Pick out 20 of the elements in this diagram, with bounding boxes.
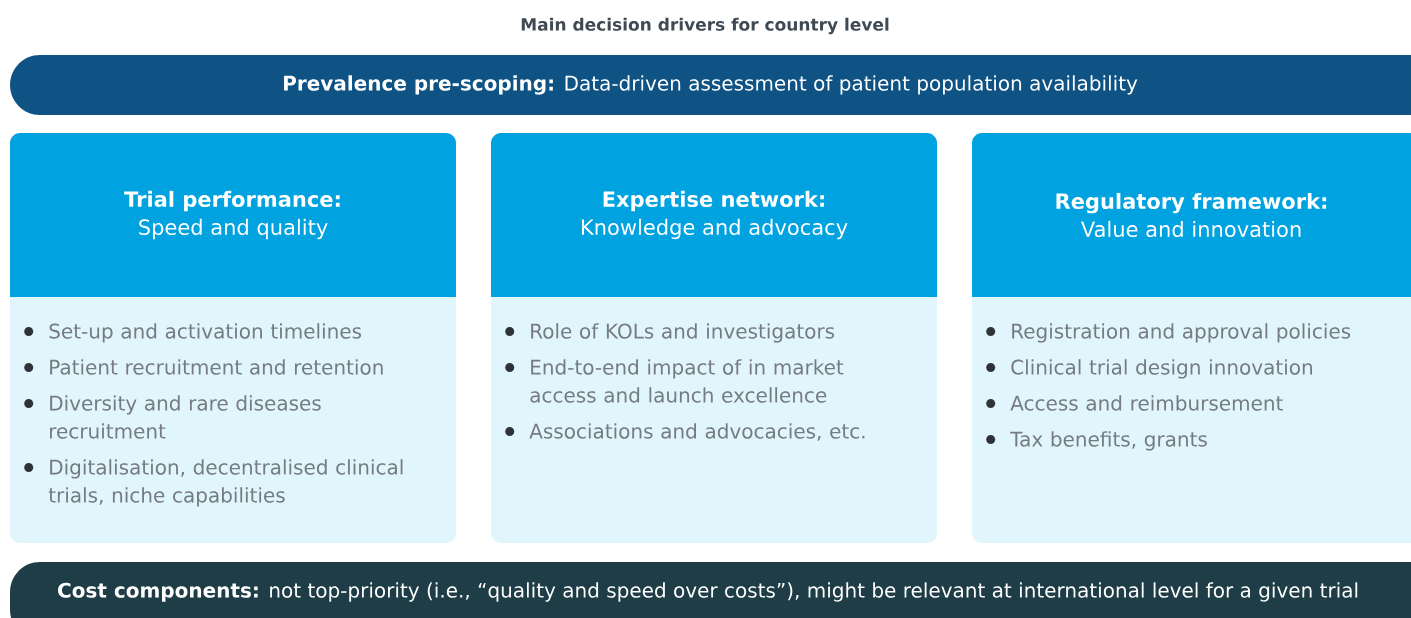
bullet-list-panel <box>10 297 456 543</box>
bullet-item: Access and reimbursement <box>986 395 1283 411</box>
bullet-list-panel <box>972 297 1411 543</box>
bullet-list-panel <box>491 297 937 543</box>
bullet-item: Set-up and activation timelines <box>24 323 362 343</box>
header-box: Regulatory framework: Value and innovation <box>972 133 1411 297</box>
header-box: Expertise network: Knowledge and advocacy <box>491 133 937 297</box>
bullet-item: Diversity and rare diseases recruitment <box>24 395 321 439</box>
title: Main decision drivers for country level <box>521 17 889 35</box>
bottom-banner: Cost components: not top-priority (i.e., “quality and speed over costs”), might be relevant at international level for a given trial <box>10 562 1411 618</box>
bullet-item: Clinical trial design innovation <box>986 359 1312 379</box>
bullet-item: Role of KOLs and investigators <box>505 323 835 343</box>
top-banner: Prevalence pre-scoping: Data-driven assessment of patient population availability <box>10 55 1411 115</box>
bullet-item: Associations and advocacies, etc. <box>505 423 865 441</box>
header-box: Trial performance: Speed and quality <box>10 133 456 297</box>
bullet-item: End-to-end impact of in market access and launch excellence <box>505 359 844 403</box>
bullet-item: Tax benefits, grants <box>986 431 1207 451</box>
bullet-item: Registration and approval policies <box>986 323 1351 343</box>
bullet-item: Digitalisation, decentralised clinical trials, niche capabilities <box>24 459 403 507</box>
bullet-item: Patient recruitment and retention <box>24 359 383 375</box>
